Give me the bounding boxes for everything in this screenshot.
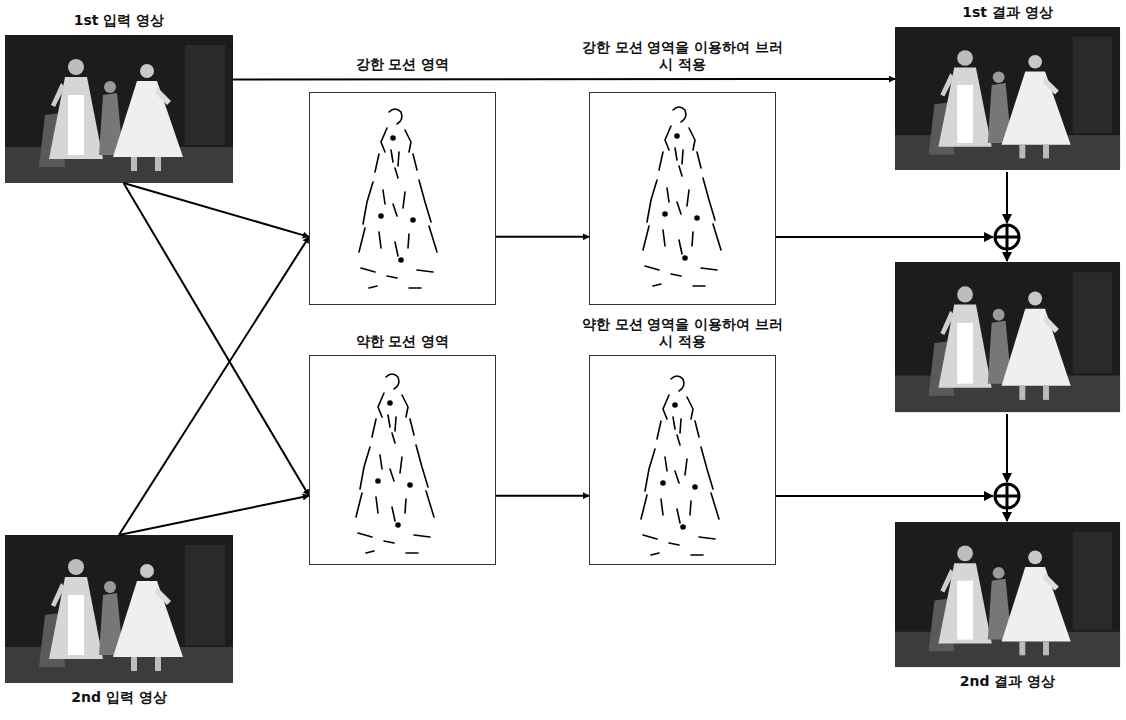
flow-arrow xyxy=(496,495,589,497)
motion-region-marks xyxy=(359,109,437,288)
node-heading: 약한 모션 영역 xyxy=(298,333,507,350)
sum-symbol xyxy=(995,484,1019,508)
sum-symbol xyxy=(995,225,1019,249)
flow-arrow xyxy=(233,78,895,80)
motion-region-box: 약한 모션 영역 xyxy=(309,355,496,565)
brush-box: 약한 모션 영역을 이용하여 브러시 적용 xyxy=(589,355,776,565)
result-image: 2nd 결과 영상 xyxy=(895,522,1120,667)
flow-arrow xyxy=(119,237,309,535)
motion-region-box: 강한 모션 영역 xyxy=(309,92,496,305)
photo-illustrations xyxy=(5,27,1120,683)
brush-marks xyxy=(641,376,719,555)
flow-arrow xyxy=(119,496,309,535)
brush-marks xyxy=(643,107,721,286)
input-photo xyxy=(5,535,233,683)
connectors xyxy=(119,79,895,535)
node-heading: 1st 결과 영상 xyxy=(883,4,1126,21)
node-heading: 2nd 입력 영상 xyxy=(0,689,245,706)
merge-arrow xyxy=(776,495,993,497)
merge-arrow xyxy=(1006,250,1008,261)
motion-region-marks xyxy=(356,374,434,553)
sum-symbol xyxy=(995,225,1019,249)
node-heading: 강한 모션 영역 xyxy=(298,56,507,73)
node-heading: 약한 모션 영역을 이용하여 브러시 적용 xyxy=(578,316,787,350)
merge-arrow xyxy=(1006,172,1008,223)
sum-symbol xyxy=(995,484,1019,508)
input-image: 1st 입력 영상 xyxy=(5,35,233,183)
intermediate-photo xyxy=(895,262,1120,412)
brush-box: 강한 모션 영역을 이용하여 브러시 적용 xyxy=(589,92,776,305)
result-photo xyxy=(895,522,1120,667)
flow-arrow xyxy=(124,183,309,496)
result-photo xyxy=(895,27,1120,170)
input-image: 2nd 입력 영상 xyxy=(5,535,233,683)
node-heading: 1st 입력 영상 xyxy=(0,12,245,29)
node-heading: 강한 모션 영역을 이용하여 브러시 적용 xyxy=(578,39,787,73)
sum-symbols xyxy=(995,225,1019,508)
merge-arrow xyxy=(776,236,993,238)
result-image: 1st 결과 영상 xyxy=(895,27,1120,170)
node-heading: 2nd 결과 영상 xyxy=(883,673,1126,690)
input-photo xyxy=(5,35,233,183)
merge-arrow xyxy=(1006,509,1008,521)
merge-arrow xyxy=(1006,414,1008,482)
merge-arrows xyxy=(776,172,1007,521)
flow-arrow xyxy=(496,236,589,238)
